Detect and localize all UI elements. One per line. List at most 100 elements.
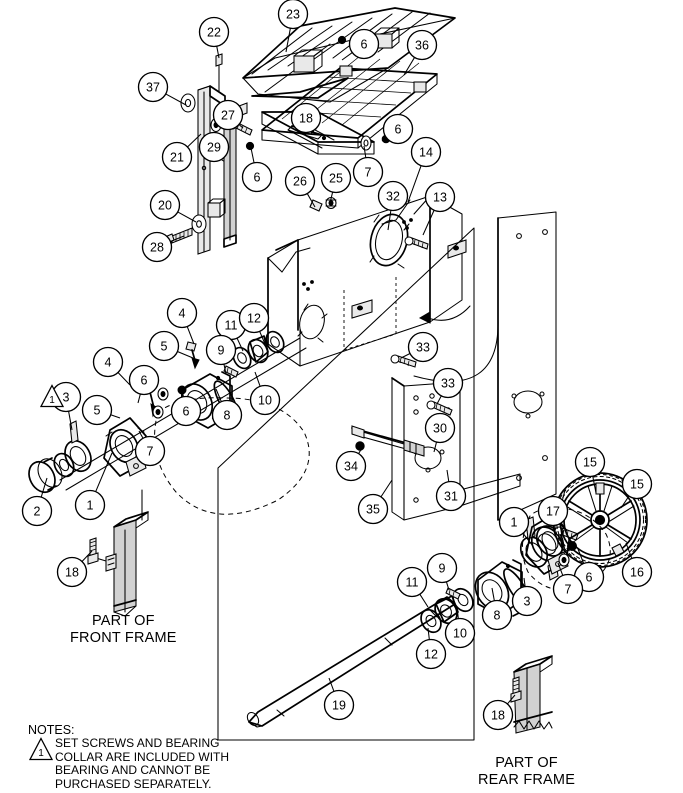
callout-leader-4 bbox=[117, 372, 131, 386]
callout-bubble-34[interactable] bbox=[335, 450, 367, 482]
callout-bubble-25[interactable] bbox=[320, 162, 352, 194]
callout-bubble-8[interactable] bbox=[211, 399, 243, 431]
callout-bubble-23[interactable] bbox=[277, 0, 309, 30]
callout-bubble-18[interactable] bbox=[482, 699, 514, 731]
callout-number-12: 12 bbox=[424, 648, 438, 662]
callout-number-3: 3 bbox=[524, 595, 531, 609]
callout-leader-4 bbox=[186, 326, 195, 345]
callout-number-19: 19 bbox=[332, 699, 346, 713]
callout-bubble-13[interactable] bbox=[424, 181, 456, 213]
callout-number-16: 16 bbox=[630, 566, 644, 580]
callout-bubble-29[interactable] bbox=[198, 131, 230, 163]
callout-leader-10 bbox=[456, 606, 459, 619]
callout-bubble-8[interactable] bbox=[481, 599, 513, 631]
callout-bubble-35[interactable] bbox=[357, 493, 389, 525]
callout-bubble-36[interactable] bbox=[406, 29, 438, 61]
callout-leader-27 bbox=[238, 124, 244, 129]
callout-bubble-22[interactable] bbox=[198, 16, 230, 48]
callout-bubble-15[interactable] bbox=[621, 468, 653, 500]
callout-bubble-32[interactable] bbox=[377, 180, 409, 212]
callout-bubble-10[interactable] bbox=[249, 384, 281, 416]
callout-number-34: 34 bbox=[344, 460, 358, 474]
callout-bubble-6[interactable] bbox=[170, 395, 202, 427]
callout-bubble-30[interactable] bbox=[424, 412, 456, 444]
callout-number-10: 10 bbox=[258, 394, 272, 408]
callout-bubble-14[interactable] bbox=[410, 136, 442, 168]
callout-number-1: 1 bbox=[87, 499, 94, 513]
callout-bubble-16[interactable] bbox=[621, 556, 653, 588]
callout-leader-28 bbox=[170, 235, 185, 243]
callout-leader-3 bbox=[68, 411, 73, 431]
fastener-cluster-top bbox=[245, 35, 391, 151]
callout-bubble-2[interactable] bbox=[21, 495, 53, 527]
callout-leader-18 bbox=[506, 694, 516, 705]
callout-bubble-5[interactable] bbox=[148, 330, 180, 362]
callout-bubble-6[interactable] bbox=[382, 113, 414, 145]
callout-leader-16 bbox=[625, 542, 633, 559]
callout-bubble-5[interactable] bbox=[81, 394, 113, 426]
callout-number-6: 6 bbox=[183, 405, 190, 419]
callout-number-15: 15 bbox=[630, 478, 644, 492]
callout-leader-34 bbox=[358, 447, 363, 454]
callout-number-6: 6 bbox=[586, 571, 593, 585]
callout-bubble-31[interactable] bbox=[435, 480, 467, 512]
callout-bubble-1[interactable] bbox=[498, 506, 530, 538]
callout-bubble-33[interactable] bbox=[432, 367, 464, 399]
callout-bubble-37[interactable] bbox=[137, 71, 169, 103]
callout-leader-2 bbox=[40, 477, 48, 498]
callout-leader-36 bbox=[403, 57, 415, 76]
callout-bubble-11[interactable] bbox=[396, 566, 428, 598]
callout-number-32: 32 bbox=[386, 190, 400, 204]
callout-number-12: 12 bbox=[247, 312, 261, 326]
callout-bubble-6[interactable] bbox=[241, 161, 273, 193]
callout-bubble-33[interactable] bbox=[407, 331, 439, 363]
callout-bubble-9[interactable] bbox=[205, 334, 237, 366]
right-spacer-stack bbox=[420, 587, 474, 634]
callout-bubble-21[interactable] bbox=[161, 141, 193, 173]
callout-bubble-1[interactable] bbox=[74, 489, 106, 521]
callout-leader-31 bbox=[446, 469, 450, 482]
callout-bubble-12[interactable] bbox=[415, 638, 447, 670]
callout-bubble-7[interactable] bbox=[352, 156, 384, 188]
callout-leader-3 bbox=[523, 577, 526, 587]
warning-triangle-icon bbox=[28, 737, 54, 761]
callout-bubble-9[interactable] bbox=[426, 552, 458, 584]
callout-bubble-10[interactable] bbox=[444, 617, 476, 649]
callout-bubble-18[interactable] bbox=[56, 556, 88, 588]
callout-bubble-6[interactable] bbox=[348, 28, 380, 60]
callout-bubble-17[interactable] bbox=[537, 495, 569, 527]
callout-leader-12 bbox=[259, 331, 266, 345]
warning-triangle-group: 11 bbox=[28, 384, 65, 761]
callout-leader-7 bbox=[557, 562, 564, 576]
callout-number-11: 11 bbox=[225, 319, 238, 333]
rear-plate bbox=[497, 211, 557, 521]
callout-bubble-26[interactable] bbox=[284, 165, 316, 197]
callout-bubble-3[interactable] bbox=[511, 585, 543, 617]
callout-number-11: 11 bbox=[406, 576, 419, 590]
callout-bubble-7[interactable] bbox=[552, 573, 584, 605]
callout-number-6: 6 bbox=[395, 123, 402, 137]
callout-bubble-20[interactable] bbox=[149, 189, 181, 221]
callout-bubble-27[interactable] bbox=[212, 99, 244, 131]
callout-leader-6 bbox=[137, 393, 141, 404]
callout-leader-9 bbox=[445, 581, 450, 591]
callout-leader-6 bbox=[577, 548, 585, 564]
callout-number-22: 22 bbox=[207, 26, 221, 40]
long-shaft-19 bbox=[246, 596, 456, 728]
callout-leader-6 bbox=[181, 388, 184, 397]
callout-number-7: 7 bbox=[365, 166, 372, 180]
callout-bubble-6[interactable] bbox=[128, 364, 160, 396]
callout-bubble-4[interactable] bbox=[92, 346, 124, 378]
callout-number-17: 17 bbox=[546, 505, 560, 519]
callout-bubble-4[interactable] bbox=[166, 297, 198, 329]
callout-bubble-19[interactable] bbox=[323, 689, 355, 721]
callout-bubble-28[interactable] bbox=[141, 231, 173, 263]
callout-bubble-18[interactable] bbox=[290, 102, 322, 134]
warning-triangle-symbol: 1 bbox=[38, 748, 44, 759]
callout-number-27: 27 bbox=[221, 109, 235, 123]
callout-leader-11 bbox=[419, 593, 429, 608]
callout-bubble-15[interactable] bbox=[574, 446, 606, 478]
callout-bubble-7[interactable] bbox=[134, 435, 166, 467]
callout-bubble-12[interactable] bbox=[238, 302, 270, 334]
callout-number-2: 2 bbox=[34, 505, 41, 519]
